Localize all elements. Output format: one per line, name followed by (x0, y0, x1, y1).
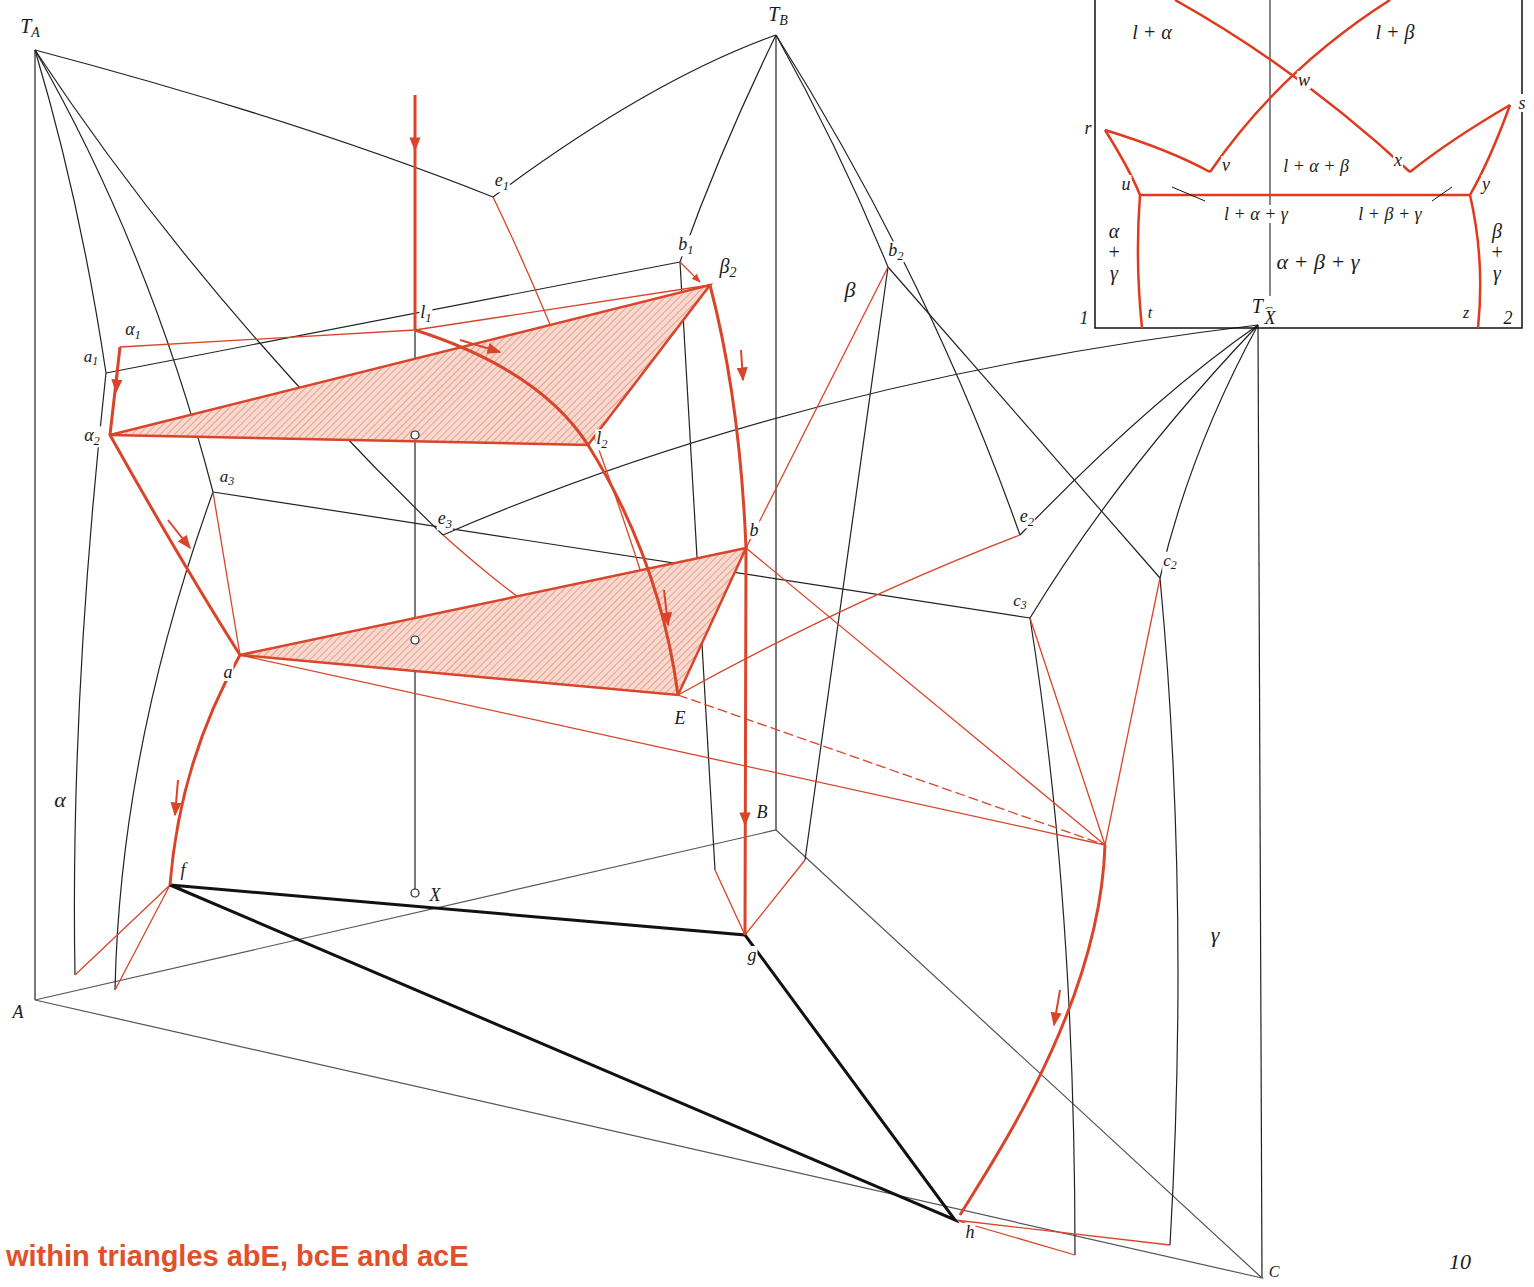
label-main: β (720, 255, 730, 277)
diagram-label: l + α + β (1282, 157, 1350, 175)
diagram-label: c2 (1162, 552, 1178, 572)
label-main: a (220, 467, 229, 486)
diagram-label: s (1517, 94, 1526, 112)
tie-triangles (110, 285, 746, 695)
label-main: b (888, 240, 897, 260)
composition-points (411, 431, 419, 897)
label-main: T (1252, 295, 1263, 317)
label-subscript: 1 (92, 354, 98, 368)
label-main: α (84, 425, 93, 445)
label-subscript: 2 (897, 249, 903, 263)
diagram-label: z (1462, 305, 1470, 321)
diagram-label: t (1147, 305, 1153, 321)
label-main: b (678, 234, 687, 254)
diagram-label: l + β (1374, 22, 1415, 42)
diagram-label: X (429, 886, 442, 904)
diagram-label: C (1268, 1264, 1281, 1280)
diagram-label: h (965, 1223, 976, 1241)
diagram-label: l + β + γ (1357, 205, 1422, 223)
diagram-label: β + γ (1486, 221, 1508, 284)
diagram-label: c3 (1012, 592, 1028, 612)
diagram-label: α2 (83, 426, 101, 447)
diagram-label: E (674, 709, 687, 727)
diagram-label: b2 (887, 241, 904, 262)
diagram-label: B (756, 803, 769, 821)
diagram-label: e1 (494, 171, 510, 192)
diagram-label: b (749, 521, 760, 539)
base-triangle (170, 885, 955, 1220)
label-main: α (125, 319, 134, 339)
diagram-label: b1 (677, 235, 694, 256)
diagram-label: α + β + γ (1276, 251, 1361, 273)
label-subscript: 1 (687, 243, 693, 257)
label-subscript: 2 (729, 265, 736, 280)
label-subscript: 2 (94, 434, 100, 448)
label-subscript: 3 (1021, 598, 1027, 612)
diagram-label: γ (1210, 924, 1221, 946)
diagram-label: w (1297, 71, 1311, 89)
label-subscript: A (31, 25, 40, 40)
label-main: T (20, 15, 31, 37)
label-main: e (1020, 506, 1028, 526)
label-main: e (438, 508, 446, 528)
label-subscript: B (779, 13, 788, 28)
label-main: c (1013, 591, 1021, 610)
diagram-label: TB (767, 4, 789, 28)
diagram-label: 1 (1079, 309, 1090, 327)
diagram-label: 10 (1448, 1251, 1472, 1273)
diagram-label: α1 (124, 320, 142, 341)
diagram-label: e2 (1019, 507, 1035, 528)
direction-arrows (116, 110, 1060, 1025)
label-main: c (1163, 551, 1171, 570)
label-main: a (84, 347, 93, 366)
diagram-label: α + γ (1103, 221, 1125, 284)
diagram-label: β2 (719, 256, 738, 280)
diagram-label: X (1264, 309, 1277, 327)
diagram-label: f (179, 861, 186, 879)
diagram-label: l + α (1131, 22, 1173, 42)
label-subscript: 2 (1028, 515, 1034, 529)
diagram-label: β (844, 279, 857, 301)
label-main: l (596, 428, 601, 448)
diagram-label: r (1083, 119, 1092, 137)
diagram-label: u (1121, 175, 1132, 193)
label-subscript: 1 (503, 179, 509, 193)
diagram-label: y (1481, 175, 1491, 193)
tie-lines (75, 197, 1170, 1255)
diagram-label: g (747, 946, 758, 964)
diagram-label: 2 (1503, 309, 1514, 327)
label-subscript: 1 (425, 311, 431, 325)
caption: within triangles abE, bcE and acE (6, 1240, 469, 1273)
diagram-label: x (1393, 151, 1403, 169)
label-subscript: 2 (1171, 558, 1177, 572)
diagram-label: a1 (83, 348, 99, 368)
diagram-label: α (53, 789, 67, 811)
label-main: e (495, 170, 503, 190)
label-subscript: 3 (446, 517, 452, 531)
frame-lines (35, 35, 1262, 1278)
diagram-label: e3 (437, 509, 453, 530)
diagram-label: l2 (595, 429, 608, 450)
inset-section (1095, 0, 1522, 328)
diagram-label: A (12, 1003, 25, 1021)
label-subscript: 2 (601, 437, 607, 451)
diagram-label: l + α + γ (1223, 205, 1289, 223)
crystallization-paths (110, 95, 1105, 1215)
diagram-label: a (223, 663, 234, 681)
label-subscript: 3 (228, 474, 234, 488)
label-main: T (768, 3, 779, 25)
diagram-label: v (1221, 156, 1231, 174)
label-subscript: 1 (135, 328, 141, 342)
label-main: l (420, 302, 425, 322)
diagram-label: a3 (219, 468, 235, 488)
diagram-label: TA (19, 16, 41, 40)
diagram-label: l1 (419, 303, 432, 324)
